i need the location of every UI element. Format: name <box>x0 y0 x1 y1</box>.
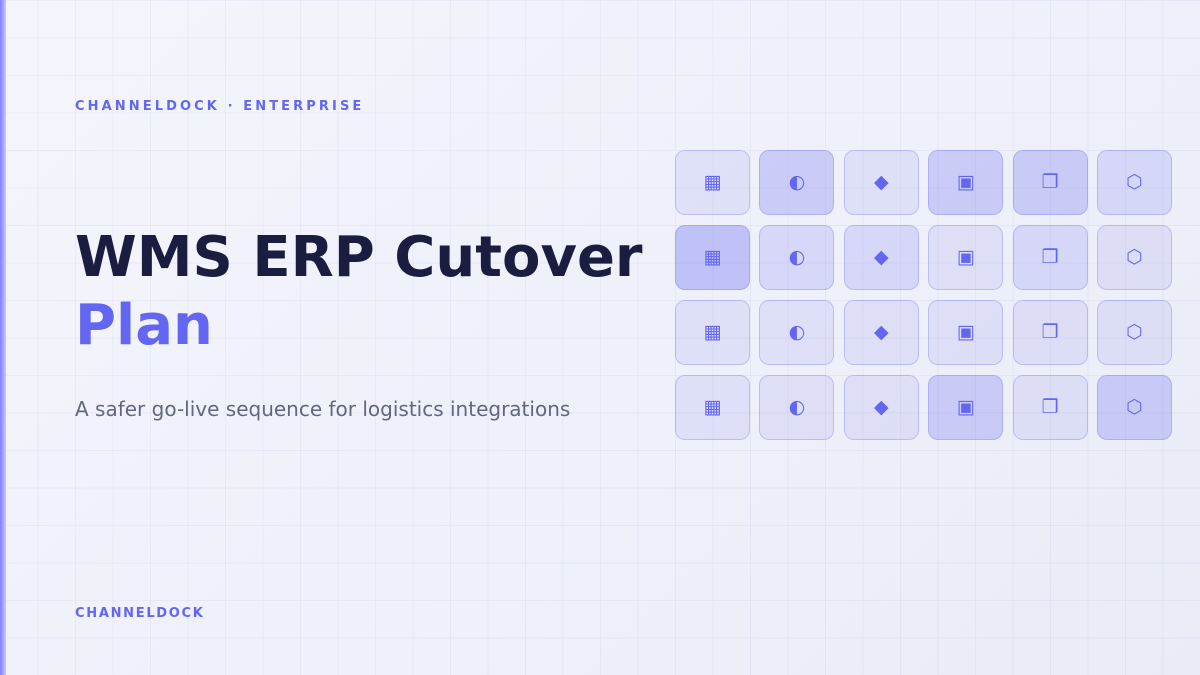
hexagon-icon: ⬡ <box>1126 396 1143 418</box>
icon-tile: ▣ <box>928 225 1004 290</box>
icon-tile: ◆ <box>843 150 919 215</box>
hexagon-icon: ⬡ <box>1126 321 1143 343</box>
icon-tile: ◐ <box>759 150 835 215</box>
icon-tile: ⬡ <box>1096 150 1172 215</box>
footer-brand: CHANNELDOCK <box>75 606 205 621</box>
icon-tile: ▣ <box>928 300 1004 365</box>
square-box-icon: ▣ <box>956 321 975 343</box>
slide-subtitle: A safer go-live sequence for logistics i… <box>75 397 571 421</box>
half-circle-icon: ◐ <box>788 246 806 268</box>
icon-tile: ⬡ <box>1096 225 1172 290</box>
slide-title: WMS ERP Cutover Plan <box>75 224 643 360</box>
diamond-icon: ◆ <box>873 396 889 418</box>
icon-tile: ❐ <box>1012 375 1088 440</box>
diamond-icon: ◆ <box>873 171 889 193</box>
square-box-icon: ▣ <box>956 396 975 418</box>
icon-tile: ◐ <box>759 225 835 290</box>
icon-tile: ◆ <box>843 300 919 365</box>
stacked-squares-icon: ❐ <box>1041 171 1059 193</box>
hexagon-icon: ⬡ <box>1126 171 1143 193</box>
icon-tile-grid: ▦ ◐ ◆ ▣ ❐ ⬡ ▦ ◐ ◆ ▣ ❐ ⬡ ▦ ◐ ◆ ▣ ❐ ⬡ ▦ ◐ ◆ ▣ ❐ ⬡ <box>675 150 1172 440</box>
icon-tile: ❐ <box>1012 225 1088 290</box>
half-circle-icon: ◐ <box>788 171 806 193</box>
icon-tile: ⬡ <box>1096 300 1172 365</box>
stacked-squares-icon: ❐ <box>1041 321 1059 343</box>
icon-tile: ⬡ <box>1096 375 1172 440</box>
icon-tile: ▦ <box>675 150 750 215</box>
grid-icon: ▦ <box>703 396 722 418</box>
title-line-2: Plan <box>75 293 213 358</box>
icon-tile: ◐ <box>759 375 835 440</box>
icon-tile: ◆ <box>843 225 919 290</box>
half-circle-icon: ◐ <box>788 396 806 418</box>
left-accent-bar <box>0 0 6 675</box>
diamond-icon: ◆ <box>873 246 889 268</box>
stacked-squares-icon: ❐ <box>1041 396 1059 418</box>
stacked-squares-icon: ❐ <box>1041 246 1059 268</box>
hexagon-icon: ⬡ <box>1126 246 1143 268</box>
icon-tile: ◆ <box>843 375 919 440</box>
title-line-1: WMS ERP Cutover <box>75 225 643 290</box>
icon-tile: ▣ <box>928 375 1004 440</box>
square-box-icon: ▣ <box>956 246 975 268</box>
icon-tile: ❐ <box>1012 150 1088 215</box>
half-circle-icon: ◐ <box>788 321 806 343</box>
square-box-icon: ▣ <box>956 171 975 193</box>
eyebrow-label: CHANNELDOCK · ENTERPRISE <box>75 99 365 114</box>
icon-tile: ▣ <box>928 150 1004 215</box>
icon-tile: ▦ <box>675 225 750 290</box>
grid-icon: ▦ <box>703 321 722 343</box>
diamond-icon: ◆ <box>873 321 889 343</box>
grid-icon: ▦ <box>703 246 722 268</box>
grid-icon: ▦ <box>703 171 722 193</box>
icon-tile: ◐ <box>759 300 835 365</box>
icon-tile: ▦ <box>675 300 750 365</box>
icon-tile: ❐ <box>1012 300 1088 365</box>
icon-tile: ▦ <box>675 375 750 440</box>
